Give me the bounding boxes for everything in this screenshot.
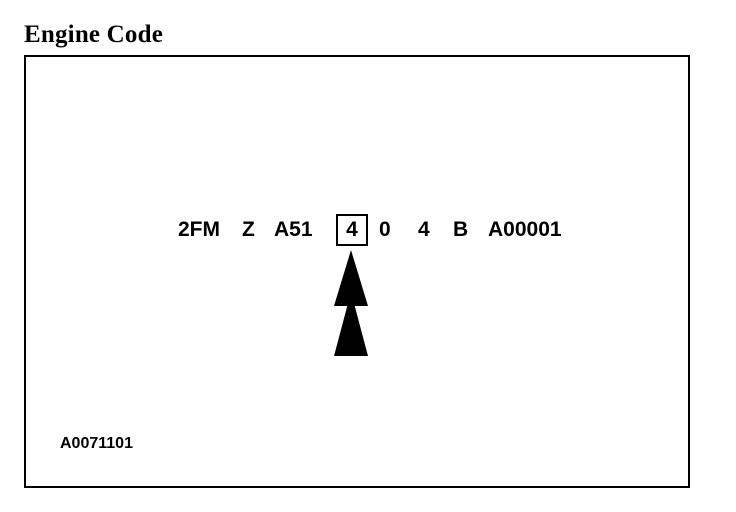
highlighted-code-segment: 4 [336,214,368,246]
code-segment-3: A51 [274,218,313,241]
code-segment-1: 2FM [178,218,220,241]
diagram-title: Engine Code [24,21,164,48]
code-segment-7: B [453,218,469,241]
up-arrow-icon [334,250,368,356]
code-segment-6: 4 [418,218,430,241]
figure-id: A0071101 [60,435,133,452]
code-segment-5: 0 [379,218,391,241]
diagram-frame [24,55,690,488]
code-segment-2: Z [242,218,255,241]
code-segment-8: A00001 [488,218,562,241]
